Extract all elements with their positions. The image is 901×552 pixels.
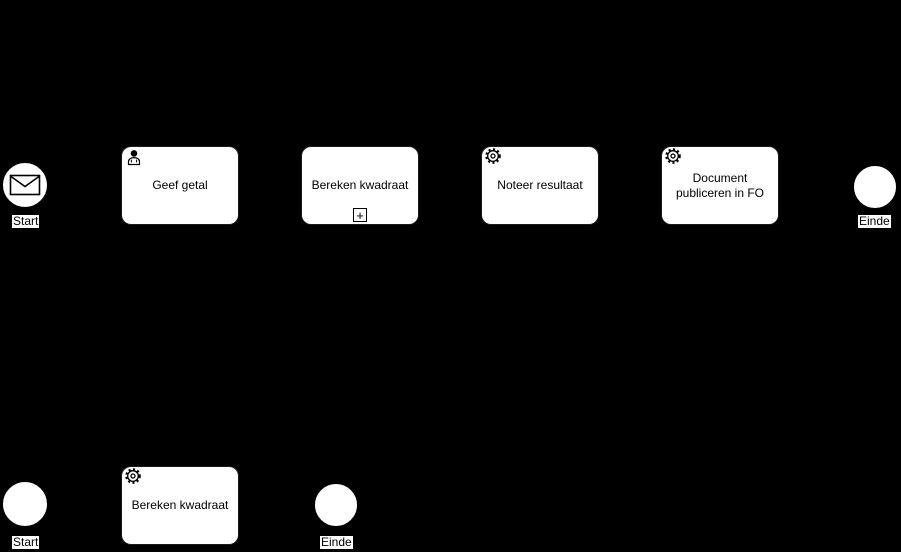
task-bereken-kwadraat-bottom-label: Bereken kwadraat xyxy=(131,498,229,512)
task-noteer-resultaat-label: Noteer resultaat xyxy=(497,178,583,192)
gear-icon xyxy=(124,467,142,485)
task-document-publiceren[interactable]: Document publiceren in FO xyxy=(661,146,779,225)
subprocess-bereken-kwadraat-label: Bereken kwadraat xyxy=(311,178,409,192)
start-event-top[interactable] xyxy=(2,162,48,208)
end-event-bottom[interactable] xyxy=(312,481,360,529)
task-geef-getal-label: Geef getal xyxy=(152,178,208,192)
end-event-top[interactable] xyxy=(851,163,899,211)
gear-icon xyxy=(484,147,502,165)
task-document-publiceren-label: Document publiceren in FO xyxy=(675,170,765,200)
start-event-bottom-label[interactable]: Start xyxy=(12,535,40,549)
user-icon xyxy=(126,149,144,167)
start-event-top-label[interactable]: Start xyxy=(12,214,40,228)
gear-icon xyxy=(664,147,682,165)
task-noteer-resultaat[interactable]: Noteer resultaat xyxy=(481,146,599,225)
end-event-top-label[interactable]: Einde xyxy=(858,214,891,228)
end-event-bottom-label[interactable]: Einde xyxy=(320,535,353,549)
task-bereken-kwadraat-bottom[interactable]: Bereken kwadraat xyxy=(121,466,239,545)
envelope-icon xyxy=(9,174,41,196)
start-event-bottom[interactable] xyxy=(2,481,48,527)
subprocess-bereken-kwadraat[interactable]: Bereken kwadraat + xyxy=(301,146,419,225)
subprocess-expand-marker[interactable]: + xyxy=(353,208,367,222)
task-geef-getal[interactable]: Geef getal xyxy=(121,146,239,225)
